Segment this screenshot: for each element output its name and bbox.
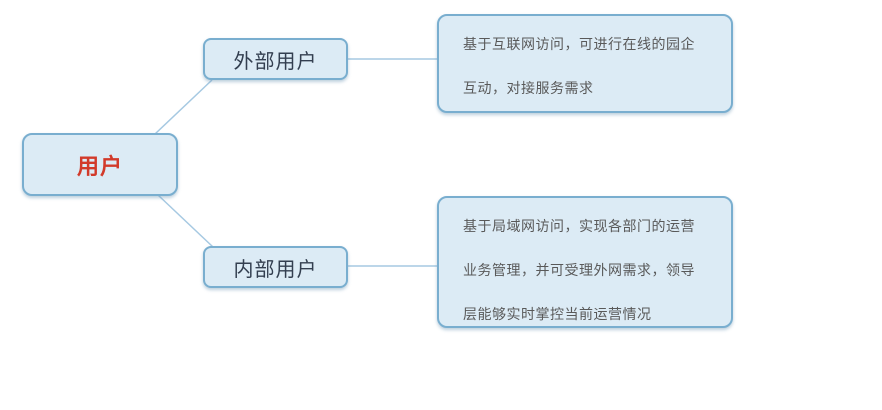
branch-label-internal-users: 内部用户 <box>233 258 318 281</box>
description-box-internal-users[interactable]: 基于局域网访问，实现各部门的运营业务管理，并可受理外网需求，领导层能够实时掌控当… <box>437 196 733 328</box>
branch-node-external-users[interactable]: 外部用户 <box>203 38 348 80</box>
root-topic-node-users[interactable]: 用户 <box>22 133 178 196</box>
description-box-external-users[interactable]: 基于互联网访问，可进行在线的园企互动，对接服务需求 <box>437 14 733 113</box>
connector-root-to-internal <box>157 194 214 248</box>
branch-node-internal-users[interactable]: 内部用户 <box>203 246 348 288</box>
root-topic-label: 用户 <box>76 153 123 179</box>
connector-root-to-external <box>154 79 213 135</box>
branch-label-external-users: 外部用户 <box>233 50 318 73</box>
